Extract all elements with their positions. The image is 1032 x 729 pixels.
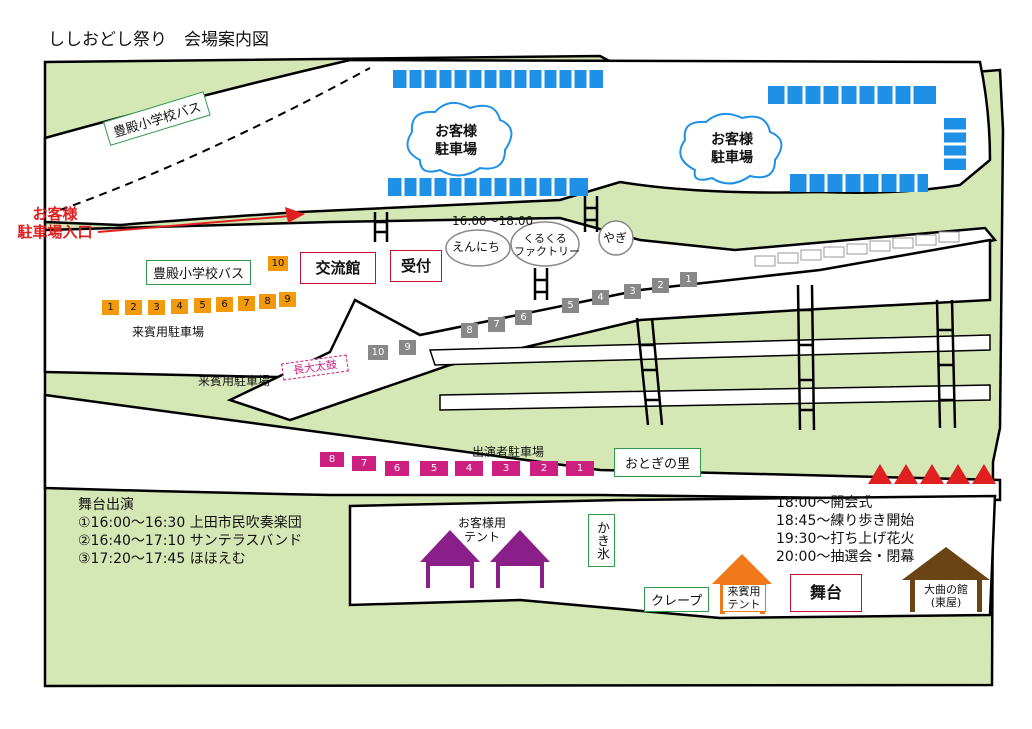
stage: 舞台: [790, 574, 862, 612]
gray-slot-9: 9: [399, 340, 416, 355]
guest-tent-label: 来賓用 テント: [722, 584, 766, 613]
orange-slot-7: 7: [238, 296, 255, 311]
booth-circles: [445, 220, 634, 267]
magenta-slot-5: 5: [420, 461, 448, 476]
customer-parking-line2: 駐車場: [435, 141, 477, 158]
guest-tent-line1: 来賓用: [727, 585, 761, 598]
orange-slot-10: 10: [268, 256, 288, 271]
magenta-slot-4: 4: [455, 461, 483, 476]
customer-tent-label: お客様用 テント: [452, 516, 512, 545]
entrance-arrow: [97, 207, 305, 233]
customer-tent-icons: [420, 530, 550, 588]
customer-parking-cloud-1: お客様 駐車場: [416, 124, 496, 159]
guest-parking-label-2: 来賓用駐車場: [198, 374, 271, 388]
customer-tent-line1: お客様用: [457, 516, 506, 530]
magenta-slot-8: 8: [320, 452, 344, 467]
pavilion-icon: [902, 547, 990, 612]
booth-ennichi: えんにち: [452, 240, 501, 254]
kouryukan-building: 交流館: [300, 252, 376, 284]
orange-slot-9: 9: [279, 292, 296, 307]
booth-kurukuru-line2: ファクトリー: [514, 245, 580, 259]
orange-slot-3: 3: [148, 300, 165, 315]
gray-slot-2: 2: [652, 278, 669, 293]
omagari-line2: (東屋): [930, 596, 962, 610]
stage-program-item-2: ②16:40～17:10 サンテラスバンド: [78, 533, 303, 549]
magenta-slot-2: 2: [530, 461, 558, 476]
stage-program-item-1: ①16:00～16:30 上田市民吹奏楽団: [78, 515, 302, 531]
parking-entrance-line1: お客様: [32, 205, 78, 223]
customer-parking-line1: お客様: [435, 124, 477, 140]
magenta-slot-7: 7: [352, 456, 376, 471]
omagari-line1: 大曲の館: [924, 583, 968, 596]
gray-slot-8: 8: [461, 323, 478, 338]
schedule-item-4: 20:00～抽選会・閉幕: [776, 549, 915, 565]
connector-road-2: [439, 384, 991, 411]
reception: 受付: [390, 250, 442, 282]
performer-parking-label: 出演者駐車場: [472, 445, 545, 459]
orange-slot-8: 8: [259, 294, 276, 309]
connector-road-1: [428, 334, 991, 366]
booth-kurukuru: くるくる ファクトリー: [514, 232, 580, 259]
parking-entrance-line2: 駐車場入口: [17, 223, 93, 241]
orange-slot-5: 5: [194, 298, 211, 313]
stage-decoration-triangles: [868, 464, 996, 484]
customer-parking-line2b: 駐車場: [711, 149, 753, 166]
booth-time: 16:00～18:00: [452, 214, 534, 228]
guest-parking-label-1: 来賓用駐車場: [132, 325, 205, 339]
stage-program: 舞台出演 ①16:00～16:30 上田市民吹奏楽団 ②16:40～17:10 …: [78, 496, 302, 568]
parking-entrance-label: お客様 駐車場入口: [12, 205, 98, 241]
customer-parking-line1b: お客様: [711, 132, 753, 148]
magenta-slot-1: 1: [566, 461, 594, 476]
kakigori-sign: かき氷: [588, 514, 615, 567]
gray-slot-1: 1: [680, 272, 697, 287]
event-schedule: 18:00～開会式 18:45～練り歩き開始 19:30～打ち上げ花火 20:0…: [776, 494, 914, 566]
orange-slot-1: 1: [102, 300, 119, 315]
crepe-sign: クレープ: [644, 587, 710, 612]
schedule-item-2: 18:45～練り歩き開始: [776, 513, 915, 529]
gray-slot-5: 5: [562, 298, 579, 313]
otogi-sign: おとぎの里: [614, 448, 702, 477]
customer-parking-cloud-2: お客様 駐車場: [692, 132, 772, 167]
magenta-slot-3: 3: [492, 461, 520, 476]
booth-kurukuru-line1: くるくる: [523, 232, 567, 245]
gray-slot-10: 10: [368, 345, 388, 360]
upper-road: [43, 58, 992, 227]
bus-road-dash: [59, 67, 371, 211]
schedule-item-1: 18:00～開会式: [776, 495, 873, 511]
parking-slot-lines: [401, 70, 966, 196]
customer-tent-line2: テント: [463, 530, 500, 545]
stage-program-item-3: ③17:20～17:45 ほほえむ: [78, 551, 246, 567]
booth-yagi: やぎ: [603, 231, 628, 245]
bus-sign-middle: 豊殿小学校バス: [146, 260, 252, 285]
guest-tent-line2: テント: [727, 598, 761, 612]
magenta-slot-6: 6: [385, 461, 409, 476]
orange-slot-2: 2: [125, 300, 142, 315]
map-title: ししおどし祭り 会場案内図: [48, 30, 269, 50]
gray-slot-6: 6: [515, 310, 532, 325]
stage-program-heading: 舞台出演: [78, 497, 134, 513]
schedule-item-3: 19:30～打ち上げ花火: [776, 531, 915, 547]
gray-slot-4: 4: [592, 290, 609, 305]
ladder-paths: [373, 196, 957, 431]
gray-slot-7: 7: [488, 317, 505, 332]
gray-slot-3: 3: [624, 284, 641, 299]
cloud-shapes: [406, 101, 783, 185]
lower-road: [43, 393, 1002, 502]
empty-parking-slots: [754, 231, 960, 267]
orange-slot-4: 4: [171, 299, 188, 314]
omagari-label: 大曲の館 (東屋): [917, 583, 975, 610]
orange-slot-6: 6: [216, 297, 233, 312]
